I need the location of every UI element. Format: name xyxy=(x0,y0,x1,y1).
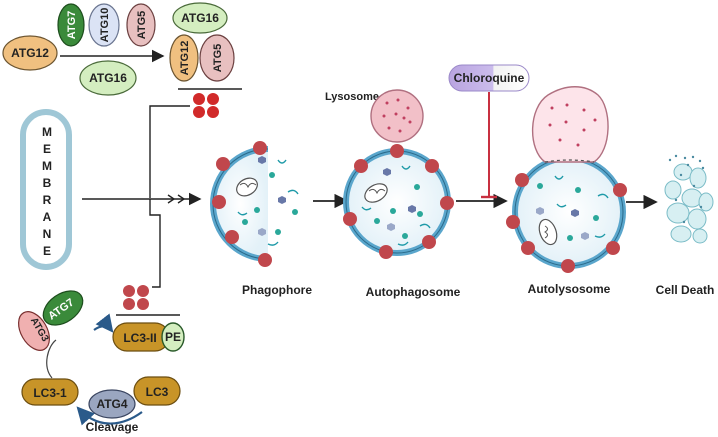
lysosome xyxy=(370,89,424,143)
connector-top xyxy=(149,105,190,198)
svg-text:E: E xyxy=(43,142,51,156)
chloroquine-capsule xyxy=(448,64,530,92)
lc31-label: LC3-1 xyxy=(33,386,67,400)
cell-death-fragments xyxy=(664,163,714,244)
lc3-pill xyxy=(133,376,181,406)
membrane-letters: M E M B R A N E xyxy=(42,125,52,258)
lc3ii-label: LC3-II xyxy=(123,331,156,345)
lc31-pill xyxy=(21,378,79,406)
atg7-lower-oval xyxy=(42,290,84,326)
svg-text:B: B xyxy=(43,176,52,190)
atg5-label: ATG5 xyxy=(136,11,148,40)
atg3-oval xyxy=(18,311,50,351)
atg12-oval xyxy=(2,35,58,71)
cell-death-label: Cell Death xyxy=(656,283,715,297)
cell-death-specks xyxy=(668,154,705,224)
svg-text:R: R xyxy=(43,193,52,207)
autolysosome-label: Autolysosome xyxy=(528,282,611,296)
red-dots-top xyxy=(193,93,219,118)
atg4-label: ATG4 xyxy=(96,397,127,411)
atg16-free-label: ATG16 xyxy=(89,71,127,85)
arrow-chevrons xyxy=(167,194,186,204)
atg16-free-oval xyxy=(79,60,137,96)
complex-atg5-oval xyxy=(199,34,235,82)
pe-oval xyxy=(161,322,185,352)
svg-text:M: M xyxy=(42,159,52,173)
atg4-oval xyxy=(88,389,136,419)
atg10-oval xyxy=(88,3,120,47)
autophagosome-label: Autophagosome xyxy=(366,285,461,299)
lysosome-label: Lysosome xyxy=(325,91,379,103)
atg7-oval xyxy=(57,3,85,47)
lc3-cycle-left xyxy=(46,339,57,379)
membrane-shape xyxy=(20,109,72,270)
connector-bottom xyxy=(149,199,161,288)
phagophore xyxy=(210,141,299,267)
complex-atg5-label: ATG5 xyxy=(212,44,224,73)
svg-text:M: M xyxy=(42,125,52,139)
complex-atg12-label: ATG12 xyxy=(179,41,191,76)
red-dots-bottom xyxy=(123,285,149,310)
atg7-label: ATG7 xyxy=(66,11,78,40)
complex-atg16-label: ATG16 xyxy=(181,11,219,25)
lc3-cycle-arc xyxy=(93,313,114,333)
complex-atg12-oval xyxy=(169,34,199,82)
lysosome-dots xyxy=(382,98,412,133)
svg-text:E: E xyxy=(43,244,51,258)
svg-text:A: A xyxy=(43,210,52,224)
svg-text:N: N xyxy=(43,227,52,241)
atg10-label: ATG10 xyxy=(99,8,111,43)
autophagosome xyxy=(343,144,454,259)
lc3-label: LC3 xyxy=(146,385,169,399)
cleavage-arc xyxy=(76,406,143,426)
complex-atg16-oval xyxy=(172,2,228,34)
phagophore-label: Phagophore xyxy=(242,283,312,297)
cleavage-label: Cleavage xyxy=(86,420,139,434)
autolysosome xyxy=(506,86,627,273)
chloroquine-label: Chloroquine xyxy=(454,71,525,85)
pe-label: PE xyxy=(165,330,181,344)
atg12-label: ATG12 xyxy=(11,46,49,60)
atg5-oval xyxy=(126,3,156,47)
